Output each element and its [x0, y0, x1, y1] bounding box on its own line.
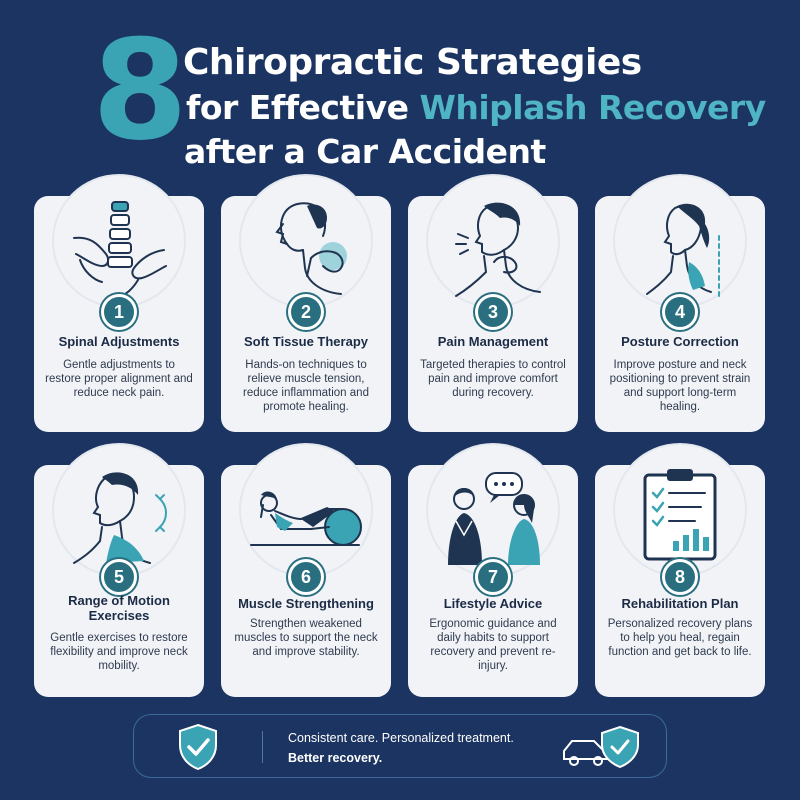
card-description: Ergonomic guidance and daily habits to s… [429, 618, 557, 672]
card-number-badge: 5 [101, 559, 137, 595]
card-rehabilitation-plan: 8 Rehabilitation Plan Personalized recov… [595, 445, 765, 697]
card-pain-management: 3 Pain Management Targeted therapies to … [408, 176, 578, 432]
card-number-badge: 4 [662, 294, 698, 330]
footer-tagline: Consistent care. Personalized treatment. [288, 731, 514, 745]
card-illustration-circle [54, 176, 184, 306]
card-muscle-strengthening: 6 Muscle Strengthening Strengthen weaken… [221, 445, 391, 697]
card-title: Pain Management [437, 334, 549, 349]
shield-check-icon [179, 723, 217, 771]
card-description: Strengthen weakened muscles to support t… [234, 618, 378, 658]
card-spinal-adjustments: 1 Spinal Adjustments Gentle adjustments … [34, 176, 204, 432]
title-line-2-prefix: for Effective [186, 88, 420, 127]
card-title: Soft Tissue Therapy [243, 334, 368, 349]
footer-emphasis: Better recovery. [288, 751, 383, 765]
card-title: Spinal Adjustments [58, 334, 180, 349]
card-number-badge: 8 [662, 559, 698, 595]
headline-number: 8 [92, 10, 189, 171]
card-description: Targeted therapies to control pain and i… [420, 359, 566, 399]
clipboard-chart-icon [643, 469, 717, 561]
title-line-2: for Effective Whiplash Recovery [186, 88, 766, 127]
header: 8 Chiropractic Strategies for Effective … [0, 22, 800, 172]
card-number-badge: 3 [475, 294, 511, 330]
card-number-badge: 1 [101, 294, 137, 330]
card-illustration-circle [428, 176, 558, 306]
neck-pain-icon [455, 202, 541, 297]
spine-hands-icon [73, 201, 167, 299]
card-description: Hands-on techniques to relieve muscle te… [243, 359, 369, 413]
posture-profile-icon [646, 203, 720, 297]
card-description: Gentle adjustments to restore proper ali… [45, 359, 193, 399]
card-description: Improve posture and neck positioning to … [609, 359, 751, 413]
card-posture-correction: 4 Posture Correction Improve posture and… [595, 176, 765, 432]
card-title: Muscle Strengthening [238, 596, 374, 611]
footer-banner: Consistent care. Personalized treatment.… [133, 714, 667, 778]
car-shield-icon [563, 725, 639, 769]
card-range-of-motion: 5 Range of Motion Exercises Gentle exerc… [34, 445, 204, 697]
title-line-3: after a Car Accident [184, 132, 546, 171]
exercise-ball-icon [250, 491, 362, 546]
card-title: Rehabilitation Plan [621, 596, 739, 611]
card-title: Posture Correction [621, 334, 739, 349]
card-lifestyle-advice: 7 Lifestyle Advice Ergonomic guidance an… [408, 445, 578, 697]
card-illustration-circle [241, 176, 371, 306]
conversation-icon [448, 472, 540, 565]
card-number-badge: 2 [288, 294, 324, 330]
card-title: Lifestyle Advice [443, 596, 543, 611]
title-highlight: Whiplash Recovery [419, 88, 766, 127]
neck-massage-icon [275, 202, 347, 295]
card-soft-tissue-therapy: 2 Soft Tissue Therapy Hands-on technique… [221, 176, 391, 432]
card-description: Gentle exercises to restore flexibility … [50, 632, 188, 672]
head-rotation-icon [73, 472, 167, 564]
card-number-badge: 7 [475, 559, 511, 595]
footer-divider [262, 731, 263, 763]
title-line-1: Chiropractic Strategies [183, 42, 642, 83]
card-illustration-circle [615, 176, 745, 306]
card-description: Personalized recovery plans to help you … [607, 618, 753, 658]
card-title: Range of Motion Exercises [68, 593, 170, 623]
card-number-badge: 6 [288, 559, 324, 595]
